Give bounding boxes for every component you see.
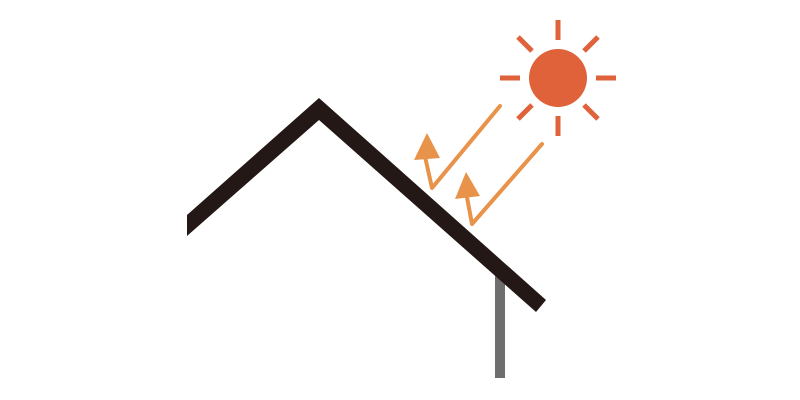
reflected-heat-rays [414, 104, 544, 226]
reflected-ray-arrow-icon [414, 133, 440, 160]
reflected-ray-lower [464, 142, 544, 226]
sun-disc [529, 49, 587, 107]
wall-edge-icon [495, 276, 505, 378]
reflected-ray-arrow-icon [455, 172, 480, 199]
sun-ray-top-right [582, 35, 600, 53]
house-roof-icon [187, 98, 546, 312]
sun-ray-bottom-left [516, 103, 534, 121]
sun-icon [500, 20, 616, 136]
sun-ray-bottom-right [582, 103, 600, 121]
reflected-ray-upper [422, 104, 502, 190]
sun-ray-top-left [516, 35, 534, 53]
